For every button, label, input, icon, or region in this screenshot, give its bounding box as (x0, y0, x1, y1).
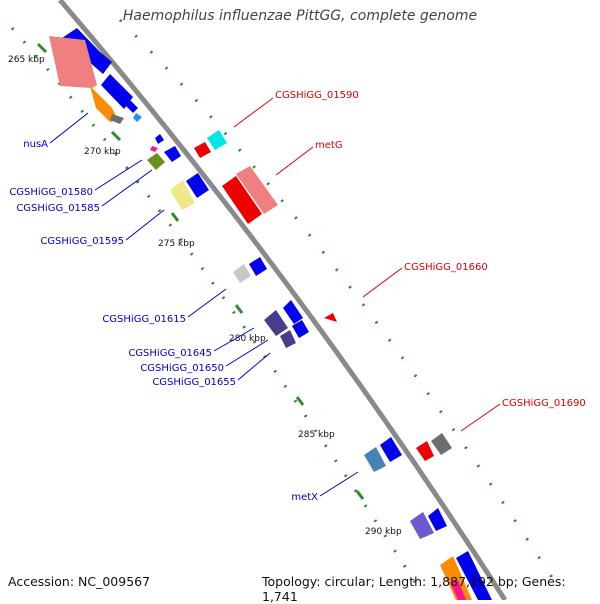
label-nusA: nusA (23, 139, 48, 150)
leader-01595 (125, 209, 165, 241)
tick-label-270: 270 kbp (84, 147, 121, 157)
leader-01585 (101, 169, 153, 207)
gene-block-33 (431, 433, 452, 455)
inner-dotted-ring (10, 27, 422, 591)
tick-label-290: 290 kbp (365, 527, 402, 537)
label-01660: CGSHiGG_01660 (404, 262, 488, 273)
leader-metG (275, 146, 314, 176)
leader-01615 (187, 288, 227, 318)
label-metG: metG (315, 140, 343, 151)
accession-text: Accession: NC_009567 (8, 574, 151, 589)
outer-dotted-ring (118, 18, 562, 591)
gene-block-12 (170, 180, 195, 210)
gene-block-6 (110, 114, 124, 124)
tick-label-265: 265 kbp (8, 55, 45, 65)
leader-lines (49, 97, 501, 497)
label-01585: CGSHiGG_01585 (16, 203, 100, 214)
label-01615: CGSHiGG_01615 (102, 314, 186, 325)
gene-labels: nusA CGSHiGG_01580 CGSHiGG_01585 CGSHiGG… (9, 90, 585, 503)
leader-metX (319, 471, 359, 497)
tick-label-275: 275 kbp (158, 239, 195, 249)
label-01595: CGSHiGG_01595 (40, 236, 124, 247)
gene-block-24 (440, 556, 472, 600)
gene-block-22 (410, 512, 434, 539)
gene-block-16 (264, 310, 288, 336)
map-title: Haemophilus influenzae PittGG, complete … (122, 8, 478, 24)
leader-nusA (49, 112, 89, 144)
tick-mark-280 (234, 304, 244, 314)
leader-01655 (237, 352, 271, 381)
gene-block-7 (133, 113, 142, 122)
gene-block-18 (283, 300, 303, 324)
tick-label-285: 285 kbp (298, 430, 335, 440)
tick-mark-275 (170, 212, 180, 222)
gene-block-3 (125, 100, 138, 113)
label-01645: CGSHiGG_01645 (128, 348, 212, 359)
tick-mark-290 (355, 490, 365, 500)
leader-01690 (460, 403, 501, 432)
tick-mark-270 (110, 130, 122, 142)
label-01580: CGSHiGG_01580 (9, 187, 93, 198)
gene-block-8 (150, 146, 158, 152)
gene-block-23 (428, 508, 447, 531)
gene-block-29 (222, 176, 262, 224)
leader-01590 (233, 97, 274, 128)
gene-block-4 (49, 36, 97, 88)
gene-block-15 (249, 257, 267, 276)
leader-01645 (213, 327, 255, 352)
gene-block-13 (186, 173, 209, 198)
leader-01650 (225, 339, 269, 367)
gene-block-26 (450, 580, 466, 600)
tick-mark-265 (36, 42, 48, 54)
gene-block-27 (194, 142, 211, 158)
label-metX: metX (291, 492, 318, 503)
gene-block-30 (236, 166, 278, 214)
gene-block-10 (147, 153, 165, 170)
label-01650: CGSHiGG_01650 (140, 363, 224, 374)
leader-01660 (362, 267, 403, 298)
gene-block-5 (90, 86, 118, 122)
genes-reverse (194, 130, 452, 461)
gene-block-31 (324, 313, 337, 322)
ticks: 265 kbp 270 kbp 275 kbp 280 kbp 285 kbp … (8, 42, 402, 537)
gene-block-14 (233, 264, 251, 283)
leader-01580 (94, 159, 143, 191)
gene-block-2 (101, 74, 133, 109)
gene-block-11 (164, 146, 181, 162)
gene-block-9 (155, 134, 164, 144)
gene-block-21 (380, 437, 402, 462)
genes-forward (49, 28, 492, 600)
genome-backbone (58, 0, 508, 600)
label-01590: CGSHiGG_01590 (275, 90, 359, 101)
label-01655: CGSHiGG_01655 (152, 377, 236, 388)
tick-label-280: 280 kbp (229, 334, 266, 344)
gene-block-20 (364, 447, 386, 472)
tick-mark-285 (295, 396, 305, 406)
gene-block-19 (292, 320, 309, 338)
gene-block-28 (207, 130, 227, 150)
gene-block-32 (416, 441, 434, 461)
label-01690: CGSHiGG_01690 (502, 398, 586, 409)
gene-block-25 (456, 551, 492, 600)
gene-block-17 (280, 330, 296, 348)
